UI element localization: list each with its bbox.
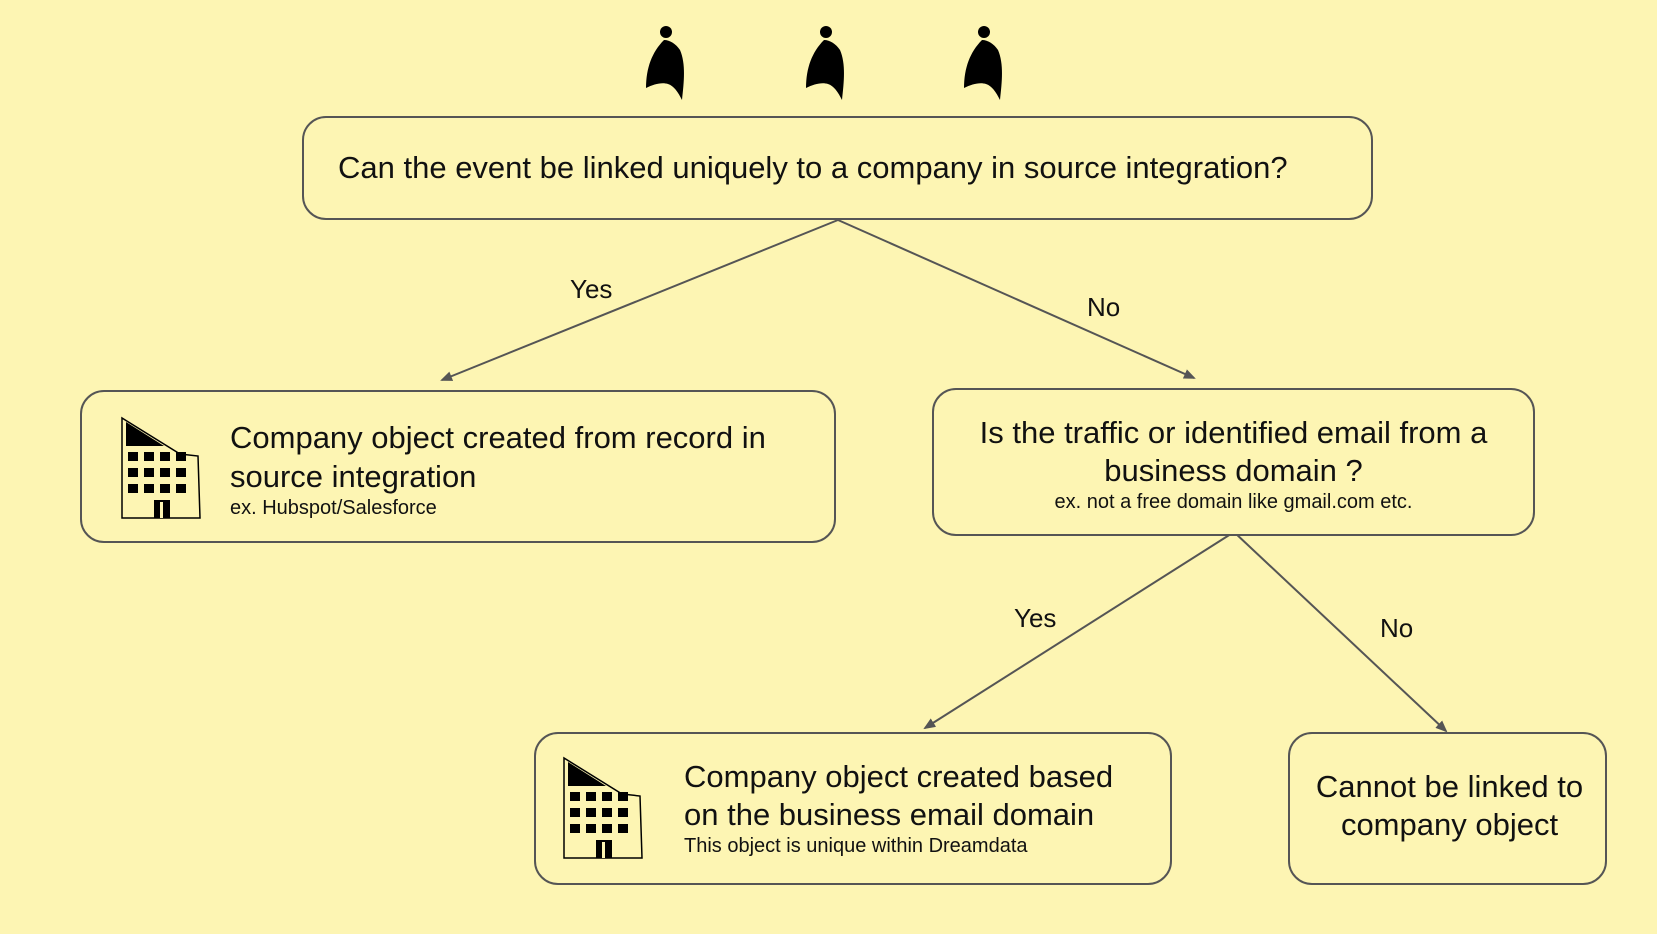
building-icon [563, 756, 643, 859]
source-company-node: Company object created from record in so… [80, 390, 836, 543]
edge-domain-yes [923, 531, 1235, 730]
domain-question-title: Is the traffic or identified email from … [979, 415, 1488, 488]
person-icon [646, 26, 684, 100]
edge-domain-no [1233, 531, 1448, 733]
domain-question-node: Is the traffic or identified email from … [932, 388, 1535, 536]
root-question-text: Can the event be linked uniquely to a co… [338, 150, 1288, 185]
edge-label-domain-yes: Yes [1014, 603, 1057, 633]
building-icon [121, 416, 201, 519]
unlinked-node: Cannot be linked to company object [1288, 732, 1607, 885]
edge-label-root-no: No [1087, 292, 1121, 322]
root-question-node: Can the event be linked uniquely to a co… [302, 116, 1373, 220]
edge-label-root-yes: Yes [570, 274, 613, 304]
person-icon [964, 26, 1002, 100]
email-company-node: Company object created based on the busi… [534, 732, 1172, 885]
email-company-title: Company object created based on the busi… [684, 759, 1114, 832]
source-company-title: Company object created from record in so… [230, 420, 766, 494]
unlinked-title: Cannot be linked to company object [1315, 769, 1584, 842]
domain-question-note: ex. not a free domain like gmail.com etc… [1054, 491, 1413, 513]
edge-root-yes [440, 219, 839, 381]
edge-label-domain-no: No [1380, 613, 1414, 643]
edge-root-no [837, 219, 1196, 379]
email-company-note: This object is unique within Dreamdata [684, 835, 1028, 857]
person-icon [806, 26, 844, 100]
source-company-note: ex. Hubspot/Salesforce [230, 497, 437, 519]
